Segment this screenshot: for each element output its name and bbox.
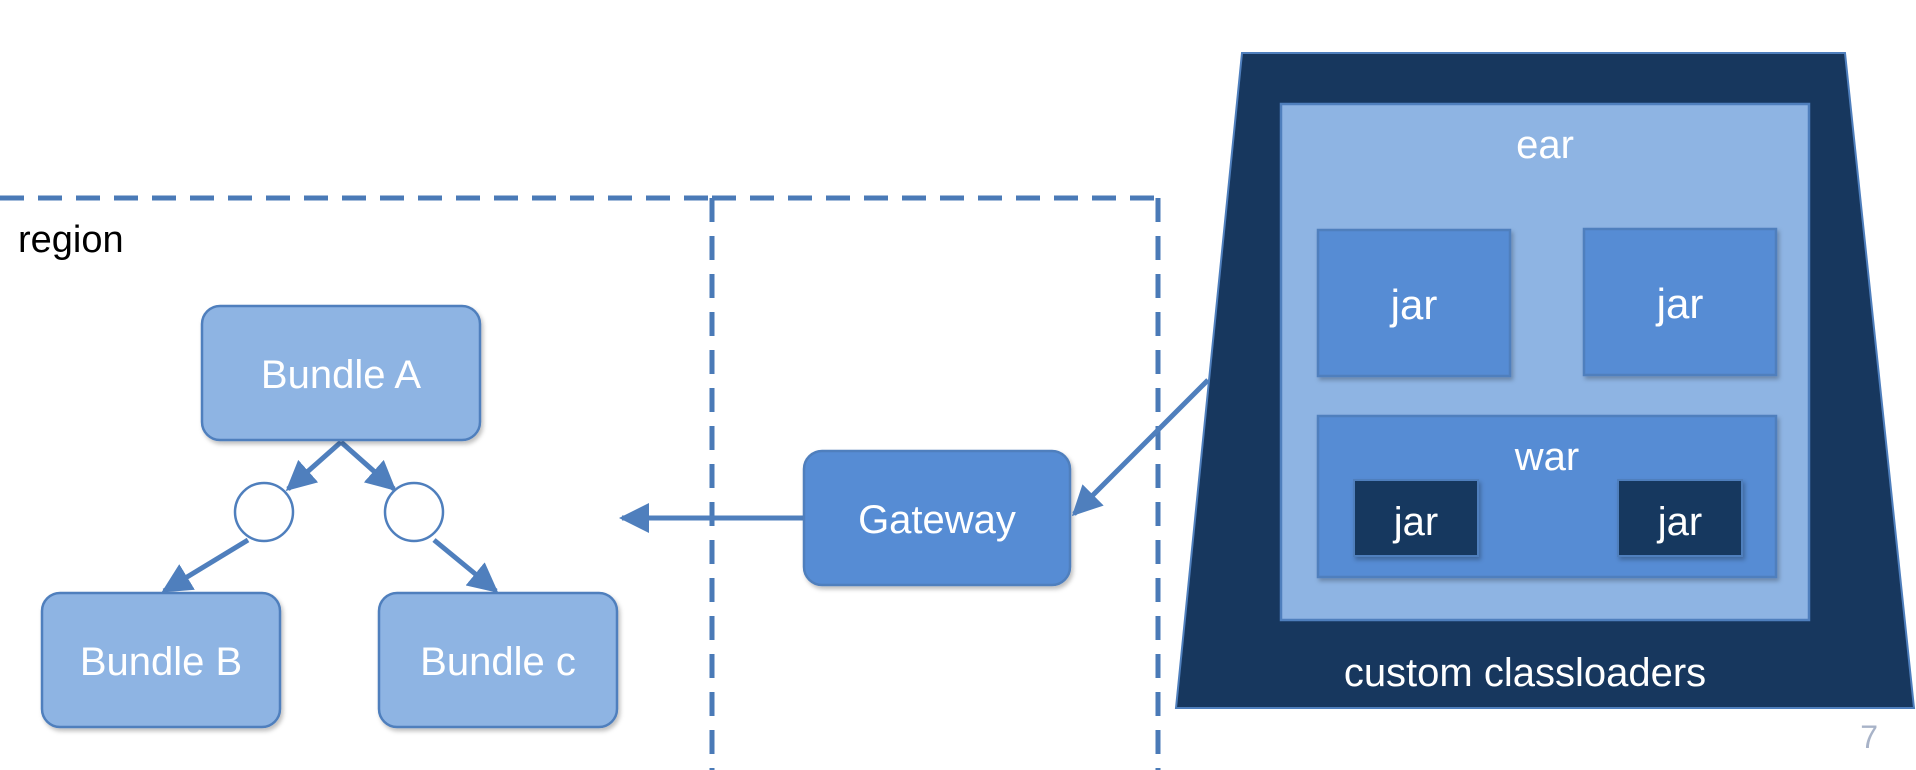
custom-classloaders-container: ear jar jar war jar jar custom classload…	[1174, 52, 1916, 709]
gateway-node[interactable]: Gateway	[802, 449, 1072, 587]
classloaders-label: custom classloaders	[1344, 651, 1706, 695]
war-jar-right-label: jar	[1657, 500, 1702, 544]
ear-jar-right-label: jar	[1655, 280, 1704, 327]
bundle-b-node[interactable]: Bundle B	[40, 591, 282, 729]
bundle-c-node[interactable]: Bundle c	[377, 591, 619, 729]
ear-jar-right[interactable]: jar	[1582, 227, 1778, 377]
connector-right-node-to-bundle-c	[432, 538, 499, 593]
war-jar-left[interactable]: jar	[1353, 479, 1479, 557]
bundle-a-node[interactable]: Bundle A	[200, 304, 482, 442]
war-jar-right[interactable]: jar	[1617, 479, 1743, 557]
connector-left-node-to-bundle-b	[161, 537, 250, 594]
page-number: 7	[1860, 719, 1878, 755]
gateway-zone-boundary	[712, 195, 1161, 770]
right-junction-node	[383, 481, 445, 543]
bundle-b-label: Bundle B	[80, 640, 242, 684]
left-junction-node	[233, 481, 295, 543]
region-boundary	[0, 195, 715, 770]
region-label: region	[18, 219, 124, 261]
war-jar-left-label: jar	[1393, 500, 1438, 544]
war-label: war	[1514, 435, 1579, 479]
ear-label: ear	[1516, 123, 1574, 167]
connector-bundle-a-to-left-node	[285, 440, 343, 491]
gateway-label: Gateway	[858, 498, 1016, 542]
arrow-classloaders-to-gateway	[1071, 378, 1210, 517]
connector-bundle-a-to-right-node	[339, 440, 397, 491]
ear-jar-left-label: jar	[1389, 281, 1438, 328]
bundle-a-label: Bundle A	[261, 353, 421, 397]
bundle-c-label: Bundle c	[420, 640, 576, 684]
ear-jar-left[interactable]: jar	[1316, 228, 1512, 378]
